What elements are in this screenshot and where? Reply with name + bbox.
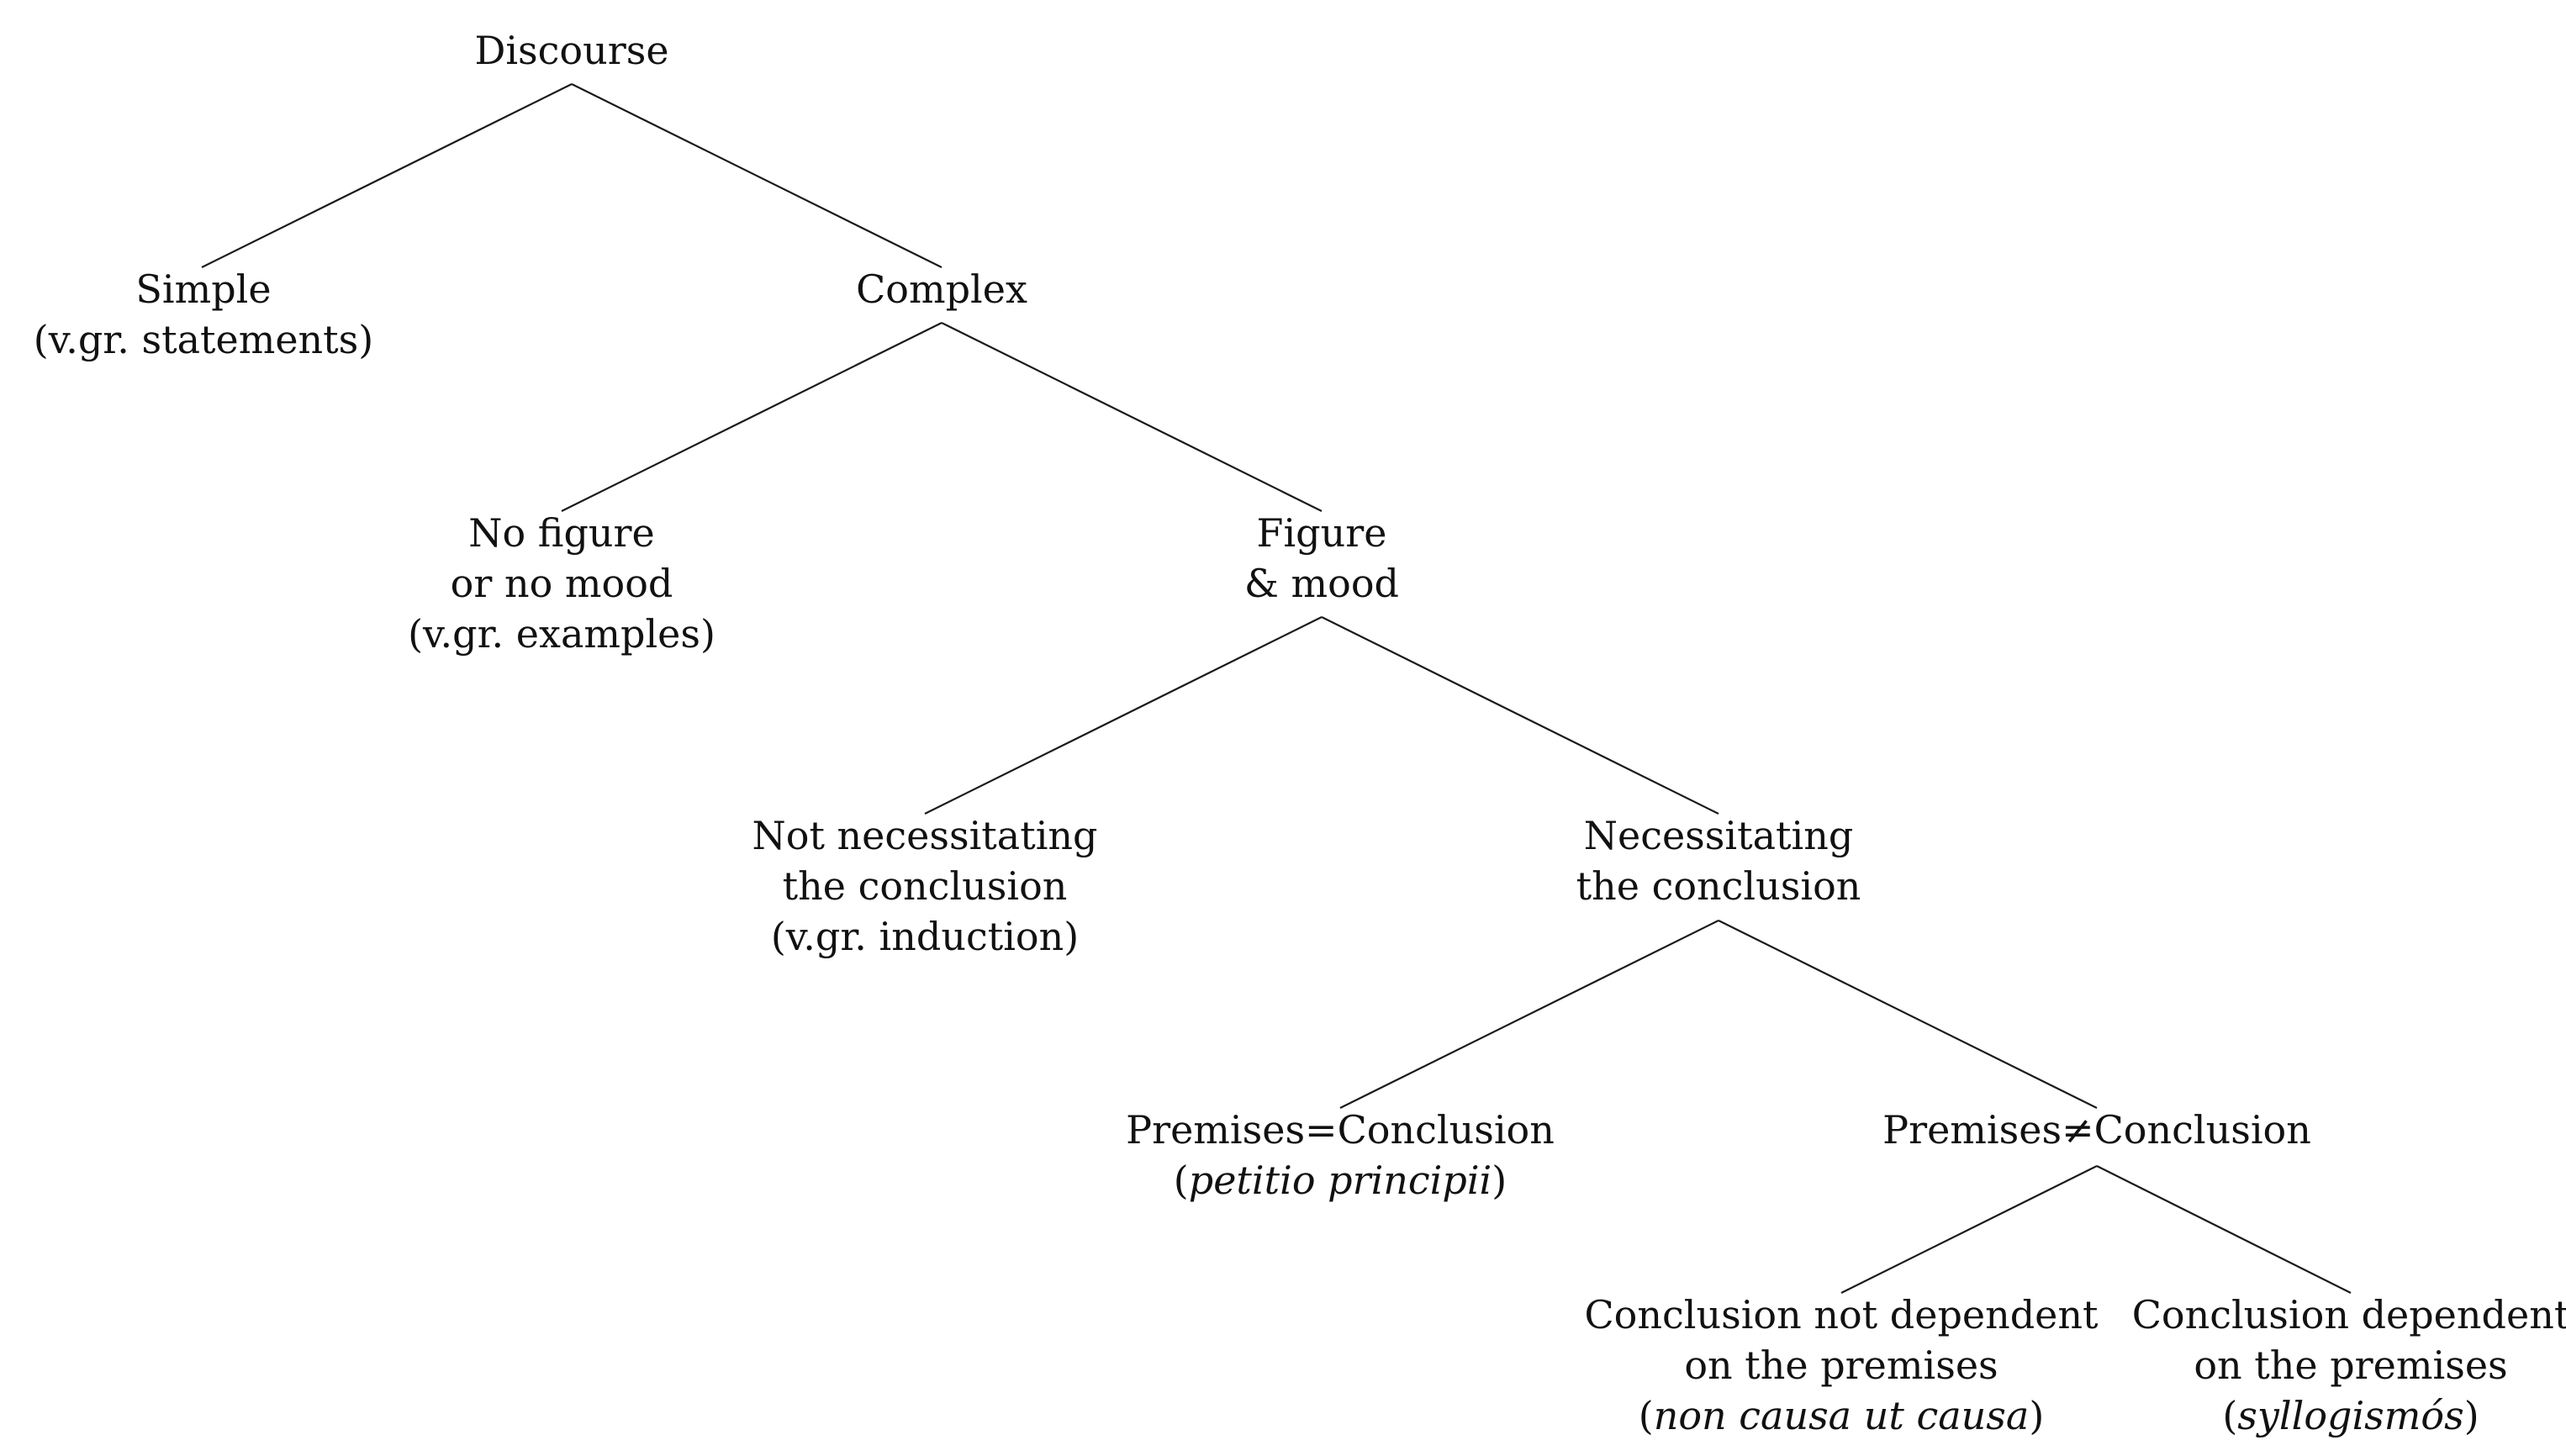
node-premises-equal-label: Premises=Conclusion	[1126, 1107, 1555, 1153]
node-dependent: Conclusion dependent on the premises (sy…	[2132, 1292, 2566, 1438]
node-figure-mood-line-1: Figure	[1257, 510, 1387, 556]
node-discourse: Discourse	[474, 28, 668, 73]
edge-premises-not-equal-not-dependent	[1840, 1165, 2098, 1294]
edge-figure-mood-necessitating	[1321, 616, 1719, 815]
edge-necessitating-premises-equal	[1339, 920, 1719, 1109]
node-not-dependent-line-1: Conclusion not dependent	[1584, 1292, 2099, 1337]
node-not-dependent-line-2: on the premises	[1684, 1343, 1998, 1388]
edge-figure-mood-not-necessitating	[924, 616, 1323, 815]
edge-discourse-simple	[201, 83, 573, 268]
node-no-figure-line-1: No figure	[468, 510, 655, 556]
latin-term: petitio principii	[1189, 1158, 1492, 1203]
edge-discourse-complex	[571, 83, 942, 268]
node-premises-not-equal: Premises≠Conclusion	[1882, 1107, 2311, 1153]
node-complex: Complex	[856, 266, 1027, 312]
node-figure-mood-line-2: & mood	[1244, 561, 1399, 606]
node-premises-equal-example: (petitio principii)	[1174, 1158, 1507, 1203]
node-figure-mood: Figure & mood	[1244, 510, 1399, 606]
paren-close: )	[1492, 1158, 1507, 1203]
node-complex-label: Complex	[856, 266, 1027, 312]
node-premises-equal: Premises=Conclusion (petitio principii)	[1126, 1107, 1555, 1203]
tree-edges	[201, 83, 2352, 1294]
node-simple-example: (v.gr. statements)	[34, 317, 373, 362]
paren-open: (	[1174, 1158, 1189, 1203]
node-not-necessitating-example: (v.gr. induction)	[771, 914, 1079, 959]
greek-term: syllogismós	[2237, 1393, 2463, 1438]
paren-open: (	[1639, 1393, 1654, 1438]
node-not-necessitating: Not necessitating the conclusion (v.gr. …	[752, 813, 1098, 959]
edge-complex-no-figure	[561, 322, 942, 512]
node-no-figure-line-2: or no mood	[451, 561, 673, 606]
latin-term: non causa ut causa	[1654, 1393, 2030, 1438]
node-simple: Simple (v.gr. statements)	[34, 266, 373, 362]
edge-necessitating-premises-not-equal	[1718, 920, 2098, 1109]
node-not-necessitating-line-1: Not necessitating	[752, 813, 1098, 858]
node-dependent-example: (syllogismós)	[2222, 1393, 2479, 1438]
paren-close: )	[2029, 1393, 2044, 1438]
edge-premises-not-equal-dependent	[2096, 1165, 2352, 1294]
node-dependent-line-1: Conclusion dependent	[2132, 1292, 2566, 1337]
node-no-figure: No figure or no mood (v.gr. examples)	[408, 510, 715, 657]
node-not-dependent-example: (non causa ut causa)	[1639, 1393, 2045, 1438]
edge-complex-figure-mood	[941, 322, 1323, 512]
node-necessitating: Necessitating the conclusion	[1576, 813, 1861, 909]
node-dependent-line-2: on the premises	[2194, 1343, 2507, 1388]
node-necessitating-line-1: Necessitating	[1584, 813, 1854, 858]
node-necessitating-line-2: the conclusion	[1576, 863, 1861, 909]
node-simple-label: Simple	[135, 266, 271, 312]
paren-close: )	[2464, 1393, 2479, 1438]
paren-open: (	[2222, 1393, 2237, 1438]
node-premises-not-equal-label: Premises≠Conclusion	[1882, 1107, 2311, 1153]
node-not-dependent: Conclusion not dependent on the premises…	[1584, 1292, 2099, 1438]
node-no-figure-example: (v.gr. examples)	[408, 611, 715, 657]
node-discourse-label: Discourse	[474, 28, 668, 73]
node-not-necessitating-line-2: the conclusion	[783, 863, 1068, 909]
